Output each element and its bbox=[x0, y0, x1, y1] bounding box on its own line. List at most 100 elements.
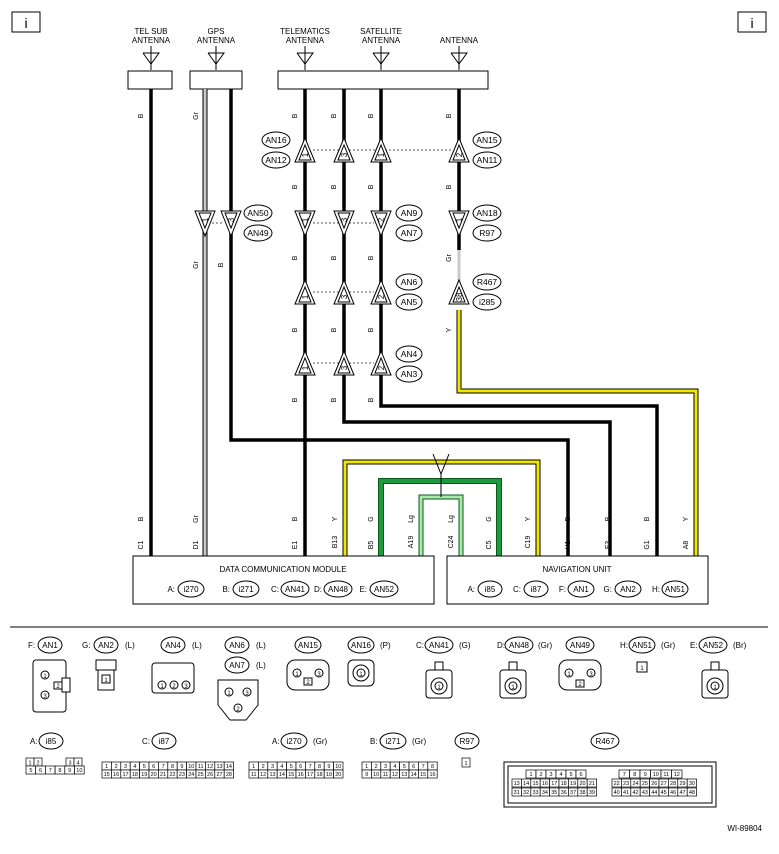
pin-cell-label: 40 bbox=[614, 790, 620, 796]
pin-cell-label: 14 bbox=[279, 772, 285, 778]
dcm-conn-code: i270 bbox=[183, 585, 199, 594]
pin-cell-label: 7 bbox=[422, 764, 425, 770]
connector-tag-r97 bbox=[472, 224, 502, 242]
wire-antenna-y-outline bbox=[456, 310, 699, 557]
pin-number: 3 bbox=[340, 294, 349, 299]
wire-a19-c24-outline bbox=[418, 494, 464, 557]
antenna-label-tel-sub-1: TEL SUB bbox=[134, 27, 167, 36]
connector-tag-an11-text: AN11 bbox=[477, 155, 498, 165]
wire-color-label: B bbox=[368, 113, 375, 118]
nav-conn-code: AN2 bbox=[620, 585, 636, 594]
pin-cell-label: 15 bbox=[288, 772, 294, 778]
nav-pin-id: C5 bbox=[486, 540, 493, 549]
pin-cell-label: 22 bbox=[614, 781, 620, 787]
dcm-conn-tag bbox=[323, 580, 353, 598]
connector-tag-i285 bbox=[472, 293, 502, 311]
pin-cell-label: 13 bbox=[401, 772, 407, 778]
pin-number: 1 bbox=[437, 685, 441, 691]
nav-wire-color: Lg bbox=[448, 515, 455, 523]
pin-cell bbox=[333, 769, 344, 779]
pin-cell-label: 9 bbox=[68, 768, 71, 774]
dcm-conn-code: i271 bbox=[238, 585, 254, 594]
pin-cell bbox=[686, 787, 697, 797]
dcm-conn-tag bbox=[280, 580, 310, 598]
cv-tag-an6 bbox=[224, 636, 250, 654]
pin-cell-label: 12 bbox=[260, 772, 266, 778]
connector-tag-an6 bbox=[395, 273, 423, 291]
dcm-wire-color: B bbox=[138, 516, 145, 521]
dcm-conn-code: AN52 bbox=[374, 585, 395, 594]
connector-arrow-down bbox=[294, 210, 316, 238]
wire-color-label: Gr bbox=[193, 111, 200, 119]
connector-tag-an5-text: AN5 bbox=[401, 297, 418, 307]
pin-number: 2 bbox=[578, 682, 582, 688]
wire-color-label: B bbox=[331, 184, 338, 189]
dcm-wire-color: G bbox=[368, 516, 375, 521]
pin-cell bbox=[671, 769, 683, 779]
connector-arrow-down bbox=[448, 210, 470, 238]
wire-b13-c19-y bbox=[343, 460, 540, 557]
nav-wire-color: B bbox=[605, 516, 612, 521]
connector-face-an15 bbox=[286, 659, 330, 691]
corner-mark-left bbox=[11, 11, 41, 33]
pin-cell-label: 13 bbox=[216, 764, 222, 770]
nav-pin-id: C19 bbox=[525, 535, 532, 548]
pin-cell-label: 11 bbox=[198, 764, 204, 770]
nav-pin-id: H1 bbox=[565, 540, 572, 549]
cv-code: R467 bbox=[595, 737, 615, 746]
pin-cell-label: 6 bbox=[39, 768, 42, 774]
pin-cell-label: 13 bbox=[269, 772, 275, 778]
pin-number: 2 bbox=[306, 680, 310, 686]
pin-cell-label: 4 bbox=[393, 764, 396, 770]
pin-number: 2 bbox=[56, 684, 60, 690]
antenna-label-satellite-2: ANTENNA bbox=[362, 36, 401, 45]
wire-color-label: B bbox=[446, 184, 453, 189]
pin-cell-label: 3 bbox=[68, 761, 71, 767]
pin-cell-label: 4 bbox=[76, 761, 79, 767]
nav-conn-letter: C: bbox=[513, 585, 521, 594]
connector-arrow-up bbox=[370, 278, 392, 305]
pin-cell-label: 19 bbox=[570, 781, 576, 787]
cv-code: AN7 bbox=[229, 661, 245, 670]
cv-tag-an41 bbox=[424, 636, 454, 654]
pin-cell-label: 14 bbox=[523, 781, 529, 787]
wire-color-label: B bbox=[368, 184, 375, 189]
connector-tag-an9 bbox=[395, 204, 423, 222]
connector-arrow-up bbox=[333, 349, 355, 376]
pin-cell-label: 44 bbox=[651, 790, 657, 796]
pin-cell-label: 8 bbox=[171, 764, 174, 770]
nav-pin-id: G1 bbox=[644, 540, 651, 549]
dcm-conn-letter: A: bbox=[167, 585, 175, 594]
nav-wire-color: B bbox=[565, 516, 572, 521]
cv-suffix: (L) bbox=[125, 641, 135, 650]
pin-cell-label: 12 bbox=[674, 772, 680, 778]
pin-cell-label: 39 bbox=[589, 790, 595, 796]
pin-cell-label: 38 bbox=[579, 790, 585, 796]
pin-cell-label: 6 bbox=[152, 764, 155, 770]
pin-cell bbox=[74, 765, 85, 775]
cv-tag-an52 bbox=[698, 636, 728, 654]
cv-tag-an15 bbox=[294, 636, 322, 654]
pin-number: 3 bbox=[589, 672, 593, 678]
pin-cell-label: 4 bbox=[559, 772, 562, 778]
nav-conn-tag bbox=[614, 580, 642, 598]
pin-number: 3 bbox=[340, 365, 349, 370]
pin-cell-label: 24 bbox=[188, 772, 194, 778]
cv-suffix: (L) bbox=[192, 641, 202, 650]
connector-tag-an50-text: AN50 bbox=[247, 208, 269, 218]
connector-arrow-down bbox=[370, 210, 392, 238]
pin-number: 1 bbox=[713, 685, 717, 691]
pin-cell-label: 17 bbox=[307, 772, 313, 778]
pin-number: 2 bbox=[377, 294, 386, 299]
connector-tag-r97-text: R97 bbox=[479, 228, 495, 238]
cv-tag-an2 bbox=[93, 636, 119, 654]
antenna-icon bbox=[372, 46, 390, 70]
pin-cell-label: 5 bbox=[290, 764, 293, 770]
pin-cell-label: 46 bbox=[670, 790, 676, 796]
nav-wire-color: Y bbox=[525, 516, 532, 521]
pin-cell-label: 20 bbox=[579, 781, 585, 787]
cv-prefix: A: bbox=[30, 737, 38, 746]
cv-prefix: G: bbox=[82, 641, 90, 650]
cv-prefix: A: bbox=[272, 737, 280, 746]
pin-cell-label: 18 bbox=[561, 781, 567, 787]
